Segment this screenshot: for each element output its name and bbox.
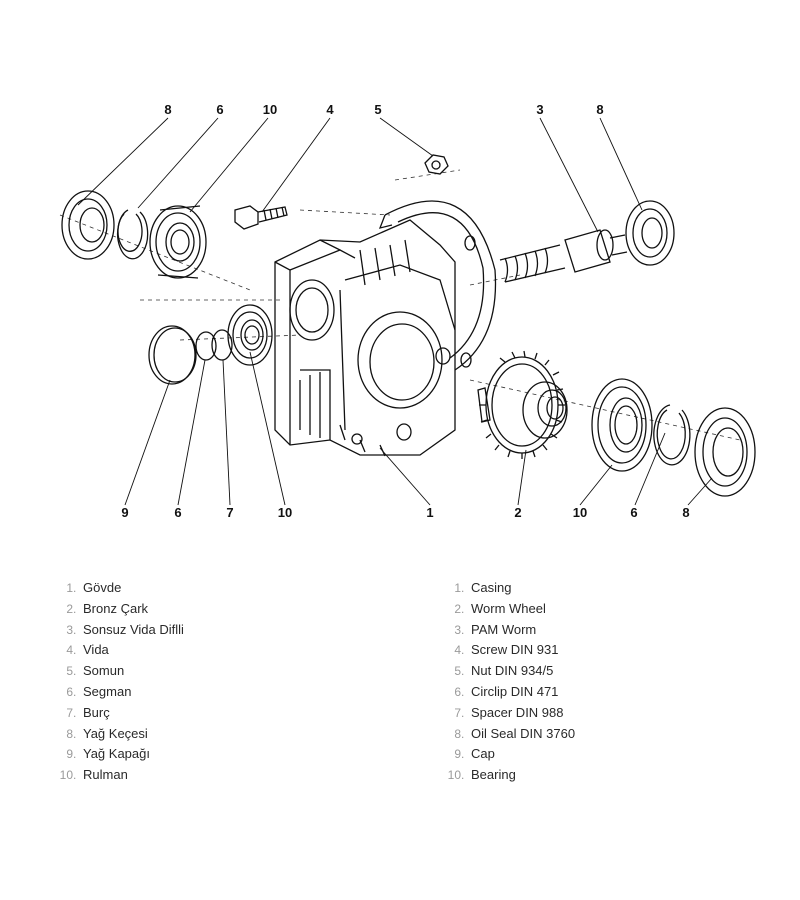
legend-item-tr-10: 10.Rulman [40,765,184,786]
legend-turkish: 1.Gövde 2.Bronz Çark 3.Sonsuz Vida Difll… [40,578,184,786]
legend-item-en-3: 3.PAM Worm [428,620,575,641]
legend-number: 7 [454,705,461,720]
legend-number: 2 [66,601,73,616]
casing [274,219,456,457]
legend-item-en-6: 6.Circlip DIN 471 [428,682,575,703]
legend-number: 5 [66,664,73,679]
circlip-top-left [117,209,149,260]
oil-seal-bottom-right [694,407,756,497]
screw [234,205,288,230]
legend-item-tr-3: 3.Sonsuz Vida Diflli [40,620,184,641]
callout-bottom-2: 6 [174,505,181,520]
legend-label: Spacer DIN 988 [471,704,564,720]
legend-number: 1 [66,581,73,595]
legend-item-tr-7: 7.Burç [40,703,184,724]
worm-wheel [477,350,568,459]
callout-bottom-6: 2 [514,505,521,520]
legend-number: 4 [454,643,461,658]
legend-label: Casing [471,580,512,595]
legend-item-en-7: 7.Spacer DIN 988 [428,703,575,724]
callout-bottom-9: 8 [682,505,689,520]
legend-item-tr-9: 9.Yağ Kapağı [40,744,184,765]
legend-label: Oil Seal DIN 3760 [471,725,576,741]
legend-number: 10 [59,768,73,783]
legend-item-tr-6: 6.Segman [40,682,184,703]
bearing-middle [227,304,273,366]
bearing-right [591,378,653,472]
legend-item-tr-2: 2.Bronz Çark [40,599,184,620]
legend-label: Screw DIN 931 [471,642,559,658]
legend-number: 10 [447,768,461,783]
legend-number: 9 [66,747,73,762]
callout-bottom-8: 6 [630,505,637,520]
legend-number: 4 [66,643,73,658]
legend-label: Yağ Keçesi [83,725,148,741]
legend-number: 3 [454,622,461,637]
legend-label: Burç [83,704,110,720]
legend-label: Somun [83,663,125,679]
legend-item-en-2: 2.Worm Wheel [428,599,575,620]
callout-top-5: 5 [374,102,381,117]
callout-top-1: 8 [164,102,171,117]
legend-number: 6 [66,684,73,699]
legend-label: Bearing [471,767,516,783]
legend-number: 6 [454,684,461,699]
legend-label: Circlip DIN 471 [471,683,559,699]
legend-label: Cap [471,746,495,762]
legend-label: Gövde [83,580,122,595]
legend-item-en-9: 9.Cap [428,744,575,765]
oil-seal-top-right [625,200,675,266]
legend-english: 1.Casing 2.Worm Wheel 3.PAM Worm 4.Screw… [428,578,575,786]
legend-label: Yağ Kapağı [83,746,150,762]
legend-number: 8 [66,726,73,741]
exploded-gearbox-diagram: 8 6 10 4 5 3 8 9 6 7 10 1 2 10 6 8 [59,102,756,520]
legend-number: 1 [454,581,461,595]
legend-label: Bronz Çark [83,600,149,616]
legend-label: Worm Wheel [471,600,546,616]
legend-label: Nut DIN 934/5 [471,663,554,679]
legend-item-tr-1: 1.Gövde [40,578,184,599]
circlip-left [195,331,217,361]
legend-number: 3 [66,622,73,637]
legend-label: Vida [83,642,109,658]
legend-label: Segman [83,683,132,699]
legend-item-en-8: 8.Oil Seal DIN 3760 [428,724,575,745]
worm-shaft [499,229,628,283]
legend-item-en-1: 1.Casing [428,578,575,599]
legend-item-en-5: 5.Nut DIN 934/5 [428,661,575,682]
circlip-right [653,404,691,466]
bearing-top-left [149,205,207,279]
legend-item-en-10: 10.Bearing [428,765,575,786]
callout-top-6: 3 [536,102,543,117]
legend-label: PAM Worm [471,621,537,637]
legend-item-en-4: 4.Screw DIN 931 [428,640,575,661]
legend-number: 2 [454,601,461,616]
callout-bottom-5: 1 [426,505,433,520]
legend-number: 7 [66,705,73,720]
spacer [211,329,233,361]
cap [148,325,197,385]
legend-item-tr-8: 8.Yağ Keçesi [40,724,184,745]
housing-flange [378,200,497,371]
legend-number: 8 [454,726,461,741]
legend-number: 9 [454,747,461,762]
legend-label: Sonsuz Vida Diflli [83,621,184,637]
legend-number: 5 [454,664,461,679]
legend-label: Rulman [83,767,128,783]
callout-top-2: 6 [216,102,223,117]
legend-item-tr-4: 4.Vida [40,640,184,661]
legend-item-tr-5: 5.Somun [40,661,184,682]
nut [424,154,449,175]
callout-bottom-7: 10 [573,505,587,520]
callout-top-3: 10 [263,102,277,117]
callout-bottom-4: 10 [278,505,292,520]
callout-bottom-1: 9 [121,505,128,520]
oil-seal-top-left [61,190,115,260]
callout-top-4: 4 [326,102,334,117]
callout-bottom-3: 7 [226,505,233,520]
callout-top-7: 8 [596,102,603,117]
